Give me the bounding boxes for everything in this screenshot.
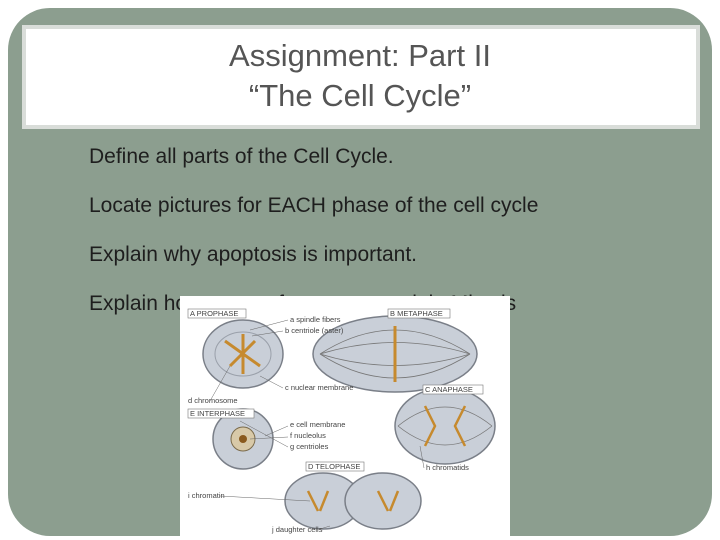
prophase-cell [202,319,284,389]
telophase-cells [284,472,422,530]
slide-title: Assignment: Part II “The Cell Cycle” [8,36,712,116]
centrioles-label: g centrioles [290,442,329,451]
cell-membrane-label: e cell membrane [290,420,345,429]
title-line-2: “The Cell Cycle” [248,78,472,113]
prophase-label: A PROPHASE [190,309,238,318]
daughter-cells-label: j daughter cells [271,525,323,534]
phase-label-interphase: E INTERPHASE [187,408,255,419]
metaphase-cell [312,315,478,393]
cell-cycle-diagram-svg: A PROPHASE a spindle fibers b centriole … [187,308,496,534]
anaphase-label: C ANAPHASE [425,385,473,394]
chromatin-label: i chromatin [188,491,225,500]
anaphase-cell [394,387,496,465]
slide: Assignment: Part II “The Cell Cycle” Def… [8,8,712,536]
chromosome-label: d chromosome [188,396,238,405]
nuclear-membrane-label: c nuclear membrane [285,383,353,392]
phase-label-prophase: A PROPHASE [187,308,247,319]
nucleolus-label: f nucleolus [290,431,326,440]
interphase-label: E INTERPHASE [190,409,245,418]
bullet-item: Locate pictures for EACH phase of the ce… [89,194,539,217]
cell-cycle-diagram: A PROPHASE a spindle fibers b centriole … [180,296,510,536]
bullet-item: Explain why apoptosis is important. [89,243,417,266]
spindle-fibers-label: a spindle fibers [290,315,341,324]
leader-lines [209,319,425,530]
title-line-1: Assignment: Part II [229,38,491,73]
phase-label-anaphase: C ANAPHASE [422,384,484,395]
chromatids-label: h chromatids [426,463,469,472]
metaphase-label: B METAPHASE [390,309,443,318]
telophase-label: D TELOPHASE [308,462,360,471]
phase-label-metaphase: B METAPHASE [387,308,451,319]
title-band [22,25,700,129]
bullet-item: Define all parts of the Cell Cycle. [89,145,394,168]
centriole-label: b centriole (aster) [285,326,344,335]
phase-label-telophase: D TELOPHASE [305,461,365,472]
